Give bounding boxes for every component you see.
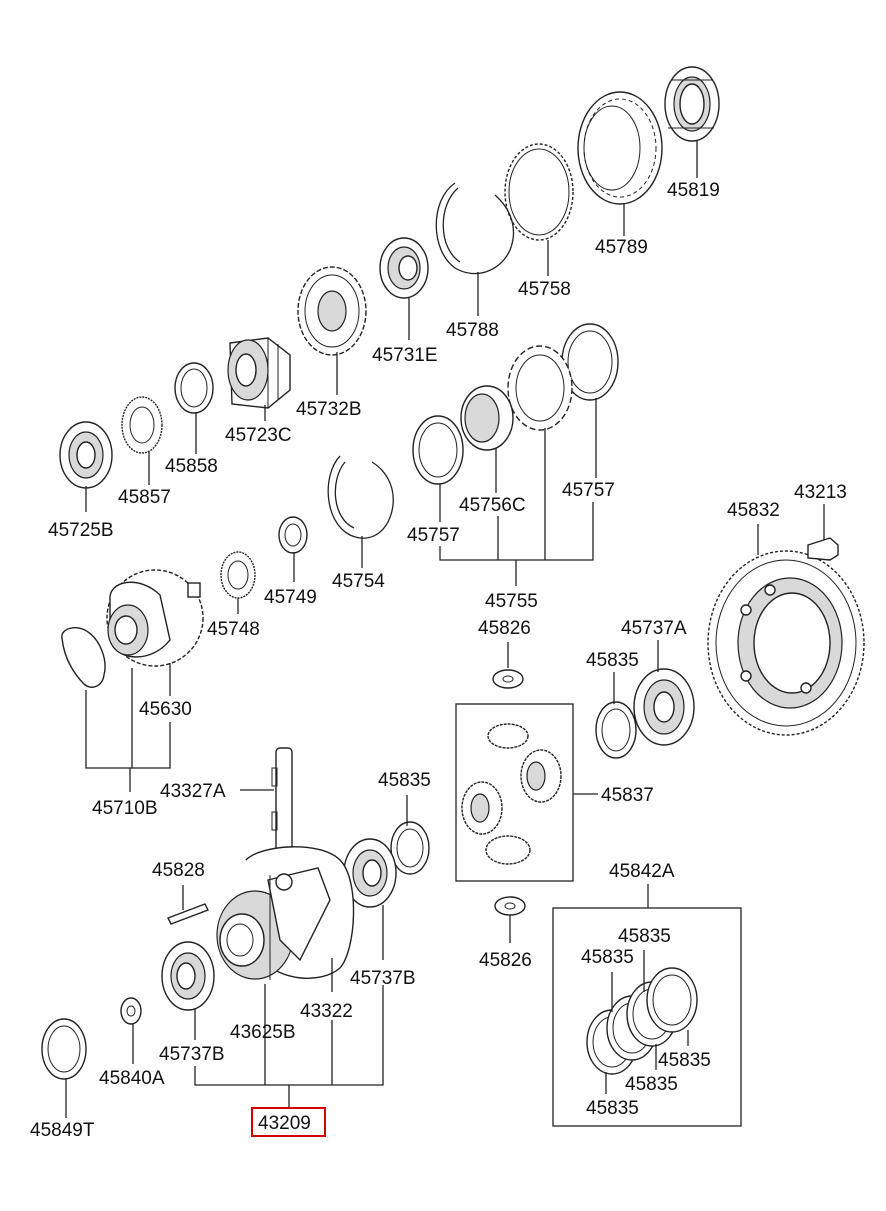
part-45732B-sprocket [297,266,367,356]
label-45835-kit-1: 45835 [618,926,671,947]
label-45828: 45828 [152,860,205,881]
part-45837-pinion-gears [461,723,562,865]
label-45749: 45749 [264,587,317,608]
part-43625B-differential-case [216,846,355,980]
part-45757-cage [507,345,573,431]
part-45858-washer [174,362,214,414]
label-45840A: 45840A [99,1068,165,1089]
label-45756C: 45756C [459,495,526,516]
label-45835-top: 45835 [586,650,639,671]
label-45723C: 45723C [225,425,292,446]
label-45819: 45819 [667,180,720,201]
label-45737A: 45737A [621,618,687,639]
part-45758-clutch-plate [504,143,574,241]
label-45835-kit-3: 45835 [658,1050,711,1071]
part-45737B-bearing-right [343,838,397,908]
label-45826-bottom: 45826 [479,950,532,971]
label-45789: 45789 [595,237,648,258]
part-45819-nut-ring [664,66,720,142]
label-45849T: 45849T [30,1120,95,1141]
part-45826-washer-upper [492,669,524,689]
part-45826-washer-lower [494,896,526,916]
part-45748-thrust-bearing [220,551,256,599]
part-45835-ring-middle [390,821,430,875]
label-45842A: 45842A [609,861,675,882]
label-45748: 45748 [207,619,260,640]
part-45630-carrier-assembly [106,569,204,667]
part-45842A-shim-rings [586,967,698,1075]
part-45835-ring-upper [595,701,637,759]
part-45857-thrust-bearing [121,396,163,454]
label-45758: 45758 [518,279,571,300]
label-45737B-right: 45737B [350,968,416,989]
label-45737B-left: 45737B [159,1044,225,1065]
label-45835-middle: 45835 [378,770,431,791]
part-45789-clutch-drum [577,91,663,205]
part-45840A-washer [120,997,142,1025]
label-45757-left: 45757 [407,525,460,546]
label-45857: 45857 [118,487,171,508]
part-43213-bolt [807,504,839,561]
part-45737B-bearing-left [161,941,215,1011]
label-43213: 43213 [794,482,847,503]
part-45723C-gear [227,337,291,409]
label-43209[interactable]: 43209 [258,1113,311,1134]
label-45732B: 45732B [296,399,362,420]
part-45849T-shim-ring [41,1018,87,1080]
label-45630: 45630 [139,699,192,720]
label-43327A: 43327A [160,781,226,802]
label-45725B: 45725B [48,520,114,541]
label-45858: 45858 [165,456,218,477]
box-45837-gears [455,703,574,882]
part-45749-washer [278,516,308,554]
part-45828-pin [167,903,209,925]
label-43322: 43322 [300,1001,353,1022]
label-45826-top: 45826 [478,618,531,639]
label-45835-kit-5: 45835 [586,1098,639,1119]
label-45835-kit-4: 45835 [625,1074,678,1095]
box-45842A-shim-kit [552,907,742,1127]
label-45755: 45755 [485,591,538,612]
label-43625B: 43625B [230,1022,296,1043]
label-45788: 45788 [446,320,499,341]
part-45710B-gasket [61,627,106,688]
part-45832-ring-gear [707,550,865,736]
label-45832: 45832 [727,500,780,521]
part-45725B-bearing [59,421,113,489]
highlight-box-43209 [251,1107,326,1137]
part-45737A-bearing [633,668,695,746]
label-45835-kit-2: 45835 [581,947,634,968]
part-45731E-bearing [379,237,429,299]
part-45788-snap-ring [435,182,515,275]
part-45754-snap-ring [327,455,394,539]
label-45710B: 45710B [92,798,158,819]
label-45837: 45837 [601,785,654,806]
part-45756C-needle-bearing [460,385,514,451]
label-45757-right: 45757 [562,480,615,501]
label-45731E: 45731E [372,345,438,366]
part-45757-plate-lower [412,415,464,485]
label-45754: 45754 [332,571,385,592]
